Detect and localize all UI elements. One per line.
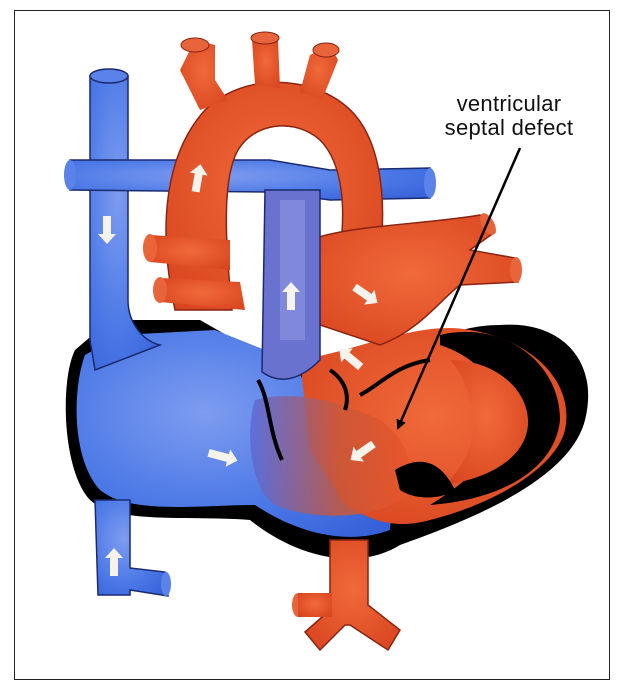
pulmonary-vein-left-upper [150,235,230,270]
ivc-opening [161,572,171,596]
svc-opening [90,69,128,83]
pa-left-opening [64,160,76,190]
pulmonary-trunk-highlight [280,200,305,340]
branch-opening-3 [313,43,339,57]
branch-opening-2 [251,32,279,44]
carotid-artery [252,40,280,88]
pa-right-opening [424,168,436,198]
pv-opening-1 [143,234,157,262]
annotation-line-2: septal defect [404,116,614,140]
aorta-branch-left [298,593,332,617]
pulmonary-vein-left-lower [160,278,245,310]
left-atrium [305,215,518,345]
annotation-line-1: ventricular [404,92,614,116]
pv-opening-4 [510,257,522,283]
branch-opening-1 [181,38,209,52]
vsd-annotation-label: ventricular septal defect [404,92,614,140]
pv-opening-2 [153,277,167,303]
